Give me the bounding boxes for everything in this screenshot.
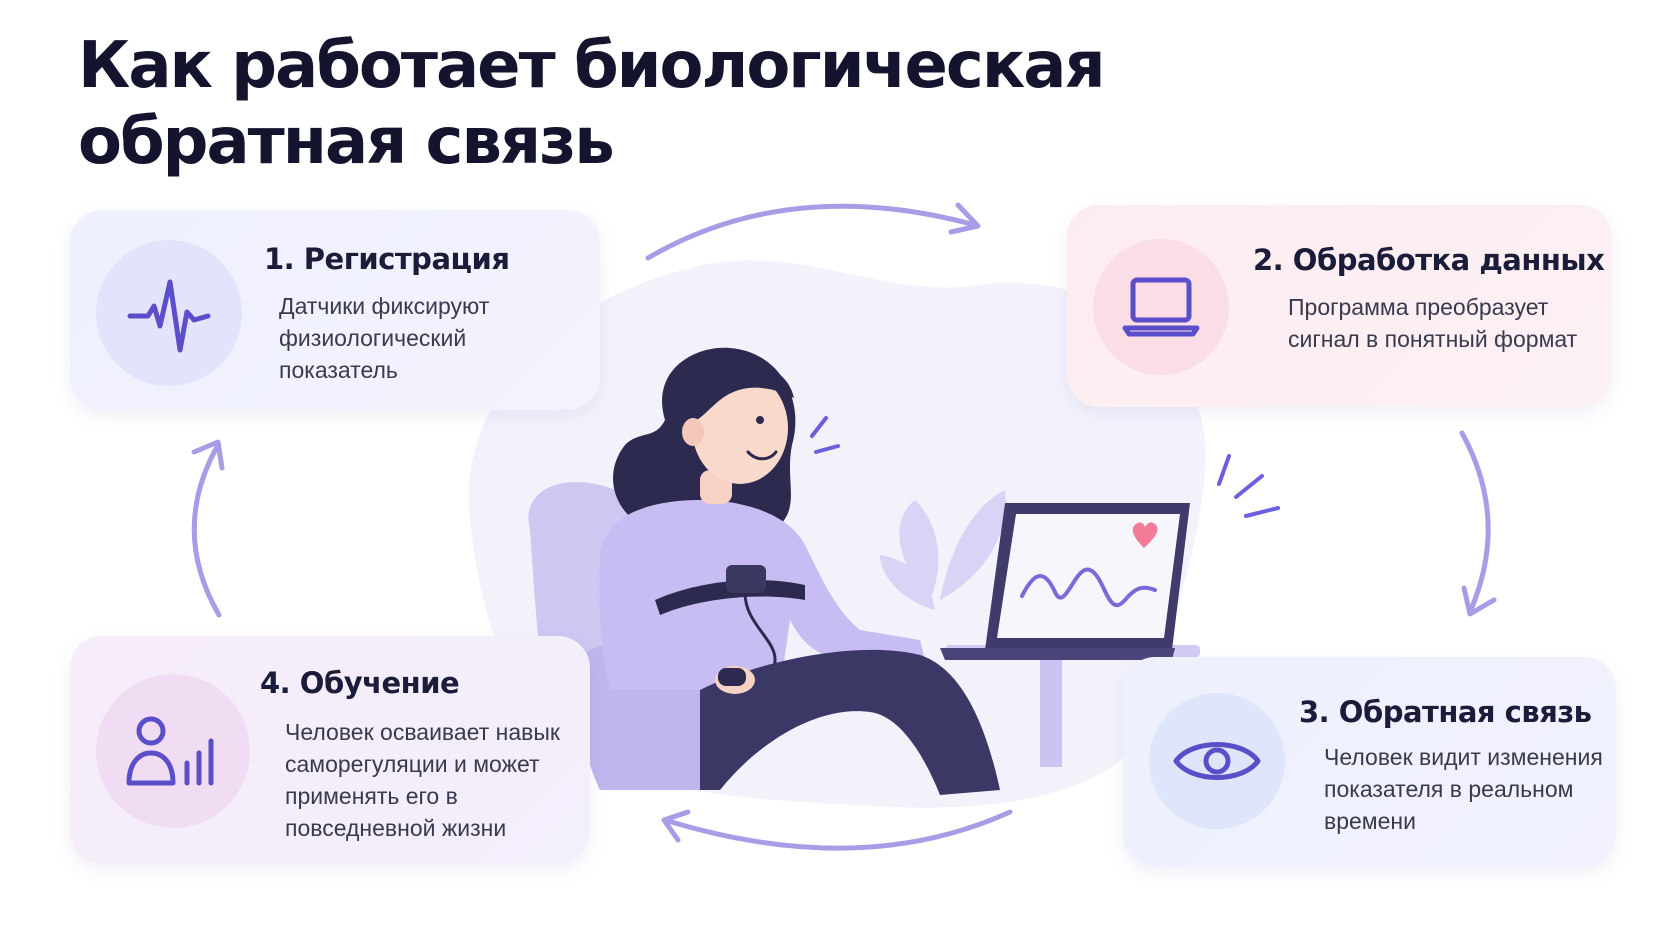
heart-icon: [1132, 522, 1158, 548]
step-icon-circle: [1093, 239, 1229, 375]
step-description: Человек видит изменения показателя в реа…: [1324, 744, 1603, 834]
step-icon-circle: [96, 674, 250, 828]
step-description: Человек осваивает навык саморегуляции и …: [285, 719, 560, 841]
person-chart-icon: [126, 716, 214, 786]
step-title: 4. Обучение: [260, 666, 460, 700]
heartbeat-icon: [127, 279, 211, 353]
laptop-icon: [1122, 277, 1200, 337]
woman: [599, 347, 1000, 795]
step-card-feedback: 3. Обратная связь Человек видит изменени…: [1123, 657, 1616, 867]
sensor-device: [726, 565, 766, 593]
step-description: Программа преобразует сигнал в понятный …: [1288, 294, 1578, 352]
step-icon-circle: [96, 240, 242, 386]
step-card-learning: 4. Обучение Человек осваивает навык само…: [70, 636, 590, 864]
arrow-right: [1459, 430, 1491, 615]
step-title: 2. Обработка данных: [1253, 243, 1605, 277]
arrow-right-head: [1461, 585, 1497, 617]
title-line-1: Как работает биологическая: [78, 29, 1106, 103]
eye-icon: [1173, 742, 1261, 780]
arrow-bottom: [662, 809, 1013, 851]
arrow-top-head: [948, 202, 981, 235]
step-icon-circle: [1149, 693, 1285, 829]
page-title: Как работает биологическая обратная связ…: [78, 28, 1106, 180]
arrow-bottom-head: [661, 809, 691, 843]
title-line-2: обратная связь: [78, 105, 615, 179]
step-card-processing: 2. Обработка данных Программа преобразуе…: [1067, 205, 1612, 407]
arrow-top: [645, 203, 978, 261]
step-card-registration: 1. Регистрация Датчики фиксируют физиоло…: [70, 210, 600, 410]
step-title: 1. Регистрация: [264, 242, 510, 276]
step-description: Датчики фиксируют физиологический показа…: [279, 293, 490, 383]
step-title: 3. Обратная связь: [1299, 695, 1592, 729]
plant: [880, 490, 1006, 610]
arrow-left-head: [191, 439, 225, 471]
laptop-wave: [1020, 567, 1157, 608]
arrow-left: [191, 442, 222, 618]
table-leg: [1040, 657, 1062, 767]
laptop: [940, 503, 1190, 660]
